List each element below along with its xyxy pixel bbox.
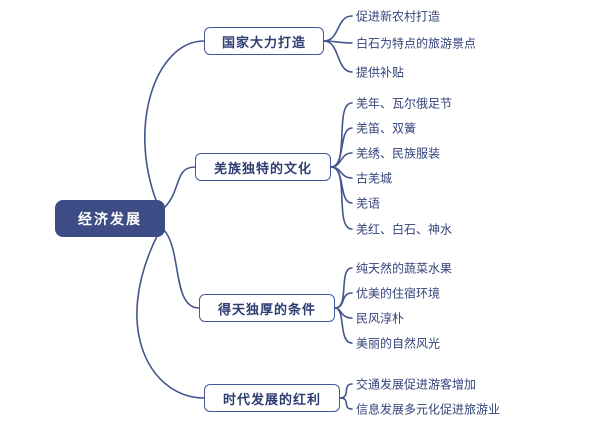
branch-node-qiang-culture[interactable]: 羌族独特的文化: [195, 153, 331, 181]
leaf-node[interactable]: 优美的住宿环境: [356, 286, 441, 301]
leaf-node[interactable]: 羌语: [356, 196, 381, 211]
branch-node-state-building[interactable]: 国家大力打造: [204, 27, 324, 55]
branch-node-era-dividend[interactable]: 时代发展的红利: [204, 384, 340, 412]
root-node[interactable]: 经济发展: [55, 200, 165, 237]
leaf-node[interactable]: 交通发展促进游客增加: [356, 377, 477, 392]
branch-node-unique-conditions[interactable]: 得天独厚的条件: [199, 294, 335, 322]
leaf-node[interactable]: 信息发展多元化促进旅游业: [356, 402, 501, 417]
leaf-node[interactable]: 民风淳朴: [356, 311, 405, 326]
leaf-node[interactable]: 羌红、白石、神水: [356, 222, 453, 237]
leaf-node[interactable]: 羌绣、民族服装: [356, 146, 441, 161]
leaf-node[interactable]: 羌笛、双簧: [356, 121, 417, 136]
leaf-node[interactable]: 纯天然的蔬菜水果: [356, 261, 453, 276]
leaf-node[interactable]: 古羌城: [356, 171, 393, 186]
leaf-node[interactable]: 促进新农村打造: [356, 9, 441, 24]
leaf-node[interactable]: 美丽的自然风光: [356, 336, 441, 351]
leaf-node[interactable]: 提供补贴: [356, 65, 405, 80]
leaf-node[interactable]: 羌年、瓦尔俄足节: [356, 96, 453, 111]
leaf-node[interactable]: 白石为特点的旅游景点: [356, 36, 477, 51]
